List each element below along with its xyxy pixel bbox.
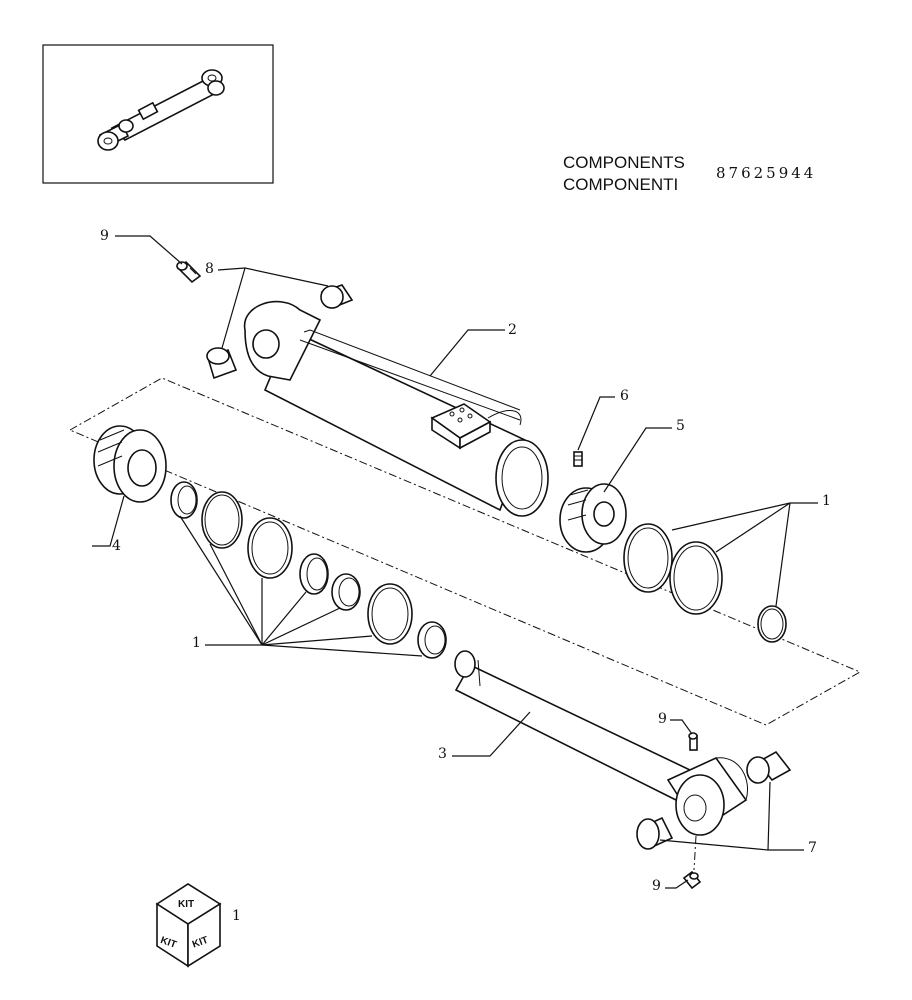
leader-5 bbox=[603, 427, 672, 493]
rod-bushing-left bbox=[636, 816, 674, 850]
dash-axis-bottom bbox=[693, 835, 697, 871]
leader-2 bbox=[429, 329, 505, 377]
rod-bushing-right bbox=[746, 750, 792, 784]
leader-9-mid bbox=[670, 719, 693, 735]
callout-9-top: 9 bbox=[100, 228, 109, 244]
callout-9-bottom: 9 bbox=[652, 878, 661, 894]
kit-ref: 1 bbox=[232, 908, 241, 924]
bushing-lower bbox=[206, 347, 238, 380]
leader-1-left bbox=[179, 515, 423, 657]
leader-9-bottom bbox=[665, 879, 689, 889]
kit-box-icon: KIT KIT KIT bbox=[155, 883, 222, 968]
title-it: COMPONENTI bbox=[563, 175, 678, 194]
leader-8-b bbox=[221, 267, 246, 349]
callout-6: 6 bbox=[620, 388, 629, 404]
leader-9-top bbox=[115, 235, 183, 265]
callout-1-left: 1 bbox=[192, 635, 201, 651]
grease-nipple-top bbox=[176, 260, 202, 284]
kit-label-left: KIT bbox=[159, 935, 178, 951]
callout-8: 8 bbox=[205, 261, 214, 277]
piston-rod bbox=[454, 650, 748, 836]
kit-label-top: KIT bbox=[178, 899, 194, 910]
callout-1-right: 1 bbox=[822, 493, 831, 509]
small-plug bbox=[573, 451, 583, 467]
thumbnail-frame bbox=[42, 44, 274, 184]
leader-6 bbox=[577, 396, 615, 451]
bushing-upper bbox=[320, 284, 354, 309]
leader-1-right bbox=[671, 502, 818, 607]
kit-label-right: KIT bbox=[191, 935, 210, 951]
callout-9-mid: 9 bbox=[658, 711, 667, 727]
title-en: COMPONENTS bbox=[563, 153, 685, 172]
callout-3: 3 bbox=[438, 746, 447, 762]
leader-3 bbox=[452, 711, 531, 757]
callout-2: 2 bbox=[508, 322, 517, 338]
piston bbox=[559, 483, 627, 553]
leader-8-a bbox=[217, 267, 329, 287]
grease-nipple-bottom bbox=[682, 870, 702, 890]
hydraulic-cylinder-thumbnail bbox=[97, 69, 225, 151]
seal-set-right bbox=[623, 523, 787, 643]
callout-5: 5 bbox=[676, 418, 685, 434]
part-number: 87625944 bbox=[716, 164, 816, 182]
kit-boundary bbox=[68, 377, 862, 726]
seal-set-left bbox=[170, 481, 447, 659]
callout-7: 7 bbox=[808, 840, 817, 856]
gland-head bbox=[93, 425, 167, 503]
cylinder-barrel bbox=[243, 300, 549, 517]
grease-nipple-mid bbox=[688, 732, 698, 751]
leader-4 bbox=[92, 495, 125, 547]
leader-7 bbox=[659, 781, 804, 851]
callout-4: 4 bbox=[112, 538, 121, 554]
